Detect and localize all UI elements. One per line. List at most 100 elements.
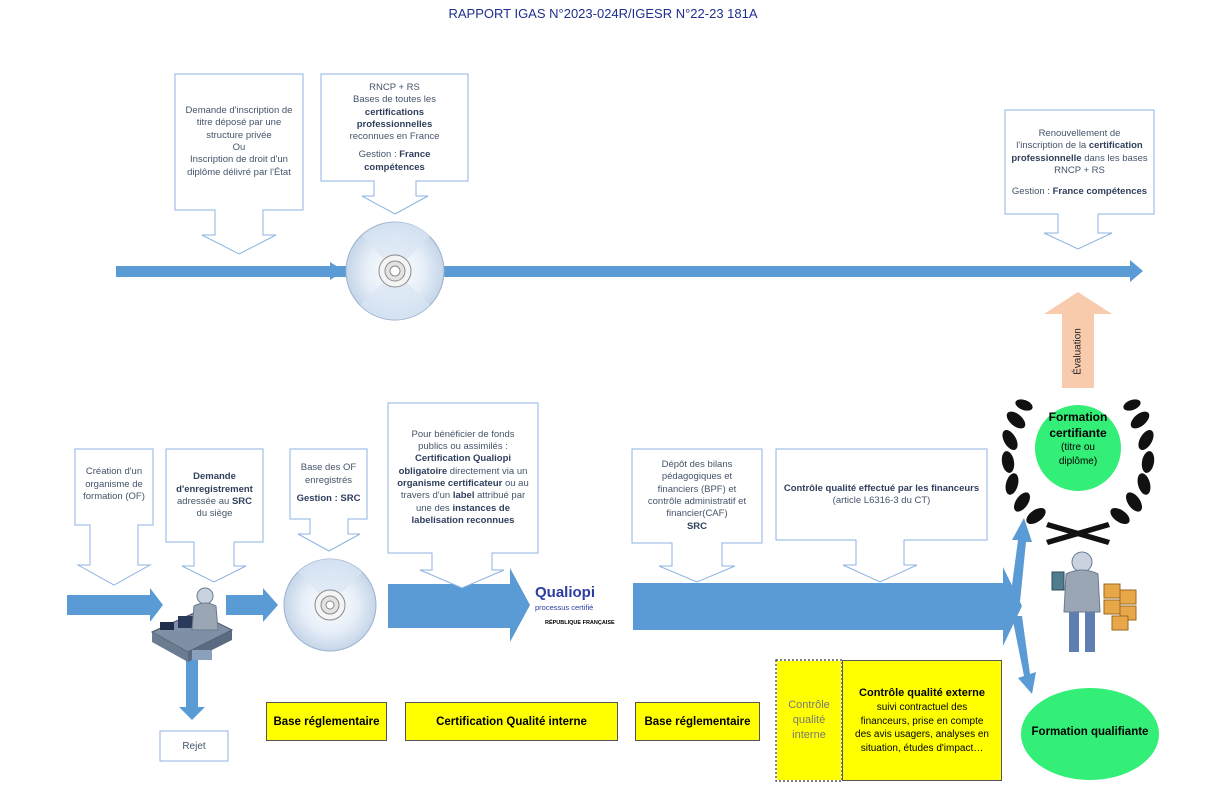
callout-inscription-text: Demande d'inscription de titre déposé pa… [177, 92, 301, 192]
yellow-controle-qualite-externe: Contrôle qualité externe suivi contractu… [842, 660, 1002, 781]
line: Ou [232, 142, 246, 153]
sub-line: diplôme) [1058, 456, 1098, 468]
controle-interne-dashed-border [775, 659, 843, 782]
qualiopi-logo: Qualiopi processus certifié RÉPUBLIQUE F… [533, 583, 633, 631]
line: Demande [193, 471, 236, 483]
line: obligatoire directement via un [399, 466, 528, 478]
callout-shape-demande [165, 448, 264, 583]
line: Certification Qualiopi [414, 453, 512, 465]
line: (article L6316-3 du CT) [832, 495, 931, 506]
sub-line: (titre ou [1061, 442, 1095, 454]
fragment: ou au [504, 478, 529, 489]
line: travers d'un label attribué par [401, 490, 525, 502]
gestion-value: France compétences [364, 149, 431, 173]
qualiopi-sub: processus certifié [535, 603, 594, 612]
fragment: instances de [452, 502, 510, 514]
line: structure privée [206, 129, 272, 141]
yellow-base-reglementaire-2: Base réglementaire [635, 702, 760, 741]
gestion-prefix: Gestion : [1011, 185, 1050, 197]
formation-certifiante-circle [1035, 405, 1121, 491]
yellow-base-reglementaire-1: Base réglementaire [266, 702, 387, 741]
line: RNCP + RS [369, 82, 420, 93]
callout-creation-text: Création d'un organisme de formation (OF… [77, 455, 151, 515]
line: enregistrés [305, 474, 352, 486]
bottom-arrow-to-cd [226, 588, 278, 622]
fragment: organisme certificateur [397, 478, 503, 489]
callout-shape-controle-financeurs [775, 448, 988, 583]
fragment: directement via un [449, 465, 528, 477]
line: Bases de toutes les [353, 94, 436, 106]
callout-bpf-text: Dépôt des bilans pédagogiques et financi… [634, 452, 760, 540]
callout-controle-financeurs-text: Contrôle qualité effectué par les financ… [778, 470, 985, 520]
line: certifications professionnelles [356, 106, 433, 131]
fragment: une des [415, 502, 450, 514]
laurel-wreath-icon [1001, 399, 1155, 545]
callout-shape-rncp [320, 73, 469, 215]
callout-shape-base-of [289, 448, 368, 552]
line: organisme de [85, 478, 143, 490]
formation-qualifiante-ellipse [1021, 688, 1159, 780]
callout-shape-creation [74, 448, 154, 586]
line: Demande d'inscription de [185, 104, 293, 116]
title-line: Formation [1048, 410, 1108, 424]
line: l'inscription de la certification [1016, 140, 1142, 152]
formation-qualifiante-text: Formation qualifiante [1031, 726, 1149, 738]
line: contrôle administratif et [647, 496, 747, 507]
line: des avis usagers, analyses en [855, 729, 989, 741]
callout-shape-inscription [174, 73, 304, 255]
fragment: dans les bases [1084, 152, 1148, 164]
fragment: certification [1088, 140, 1143, 152]
line: organisme certificateur ou au [397, 478, 529, 490]
title-line: certifiante [1049, 425, 1107, 440]
line: interne [792, 728, 826, 741]
callout-base-of-text: Base des OF enregistrés Gestion : SRC [292, 453, 365, 515]
arrow-down-to-qualifiante [1012, 616, 1036, 694]
line: Création d'un [85, 466, 143, 478]
line: Base des OF [300, 462, 357, 474]
line: Contrôle [788, 699, 830, 712]
top-timeline-chevron [330, 262, 344, 280]
gestion-line: Gestion : France compétences [327, 149, 462, 174]
line: suivi contractuel des [876, 702, 968, 714]
line: Inscription de droit d'un [190, 154, 288, 166]
callout-shape-bpf [631, 448, 763, 583]
line: financeurs, prise en compte [860, 715, 984, 727]
yellow-certification-qualite-interne: Certification Qualité interne [405, 702, 618, 741]
callout-qualiopi-text: Pour bénéficier de fonds publics ou assi… [390, 408, 536, 548]
line: adressée au SRC [177, 496, 252, 508]
bottom-arrow-start [67, 588, 163, 622]
rejet-box [159, 730, 229, 762]
qualiopi-republique: RÉPUBLIQUE FRANÇAISE [545, 620, 615, 626]
fragment: SRC [231, 496, 252, 507]
yellow-controle-qualite-interne: Contrôle qualité interne [777, 661, 841, 780]
gestion-prefix: Gestion : [358, 149, 397, 161]
cd-database-icon-of [283, 558, 377, 652]
line: pédagogiques et [661, 471, 733, 483]
callout-rncp-text: RNCP + RS Bases de toutes les certificat… [323, 78, 466, 178]
arrow-up-to-certifiante [1010, 518, 1032, 602]
line: Contrôle qualité effectué par les financ… [783, 482, 980, 494]
person-standing-icon [1051, 551, 1137, 652]
line: Pour bénéficier de fonds [411, 428, 515, 440]
line: une des instances de [416, 503, 510, 515]
line: Gestion : SRC [296, 493, 361, 505]
line: RNCP + RS [1054, 165, 1105, 177]
bottom-arrow-qualiopi [388, 568, 530, 642]
line: titre déposé par une [196, 117, 282, 129]
line: diplôme délivré par l'État [187, 166, 291, 178]
fragment: attribué par [477, 490, 526, 502]
line: Renouvellement de [1038, 128, 1121, 140]
callout-demande-text: Demande d'enregistrement adressée au SRC… [168, 458, 261, 534]
bottom-arrow-main [633, 567, 1022, 646]
page-header-title: RAPPORT IGAS N°2023-024R/IGESR N°22-23 1… [448, 6, 758, 21]
line: publics ou assimilés : [418, 440, 508, 452]
line: reconnues en France [349, 131, 440, 143]
line: professionnelle dans les bases [1011, 153, 1147, 165]
cd-database-icon-rncp [345, 221, 445, 321]
line: situation, études d'impact… [860, 742, 984, 754]
gestion-value: France compétences [1052, 185, 1148, 197]
gestion-line: Gestion : France compétences [1012, 186, 1147, 198]
arrow-down-to-rejet [179, 655, 205, 720]
fragment: label [452, 490, 475, 502]
